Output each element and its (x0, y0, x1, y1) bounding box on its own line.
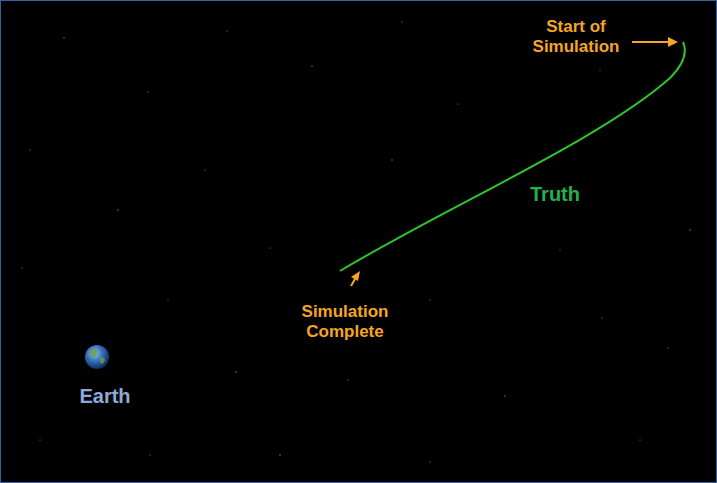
earth-globe (85, 345, 109, 369)
earth-land (90, 349, 105, 365)
pointer-arrows (351, 37, 678, 286)
end-label: Simulation Complete (275, 302, 415, 343)
start-label: Start of Simulation (520, 17, 632, 58)
truth-trajectory (340, 42, 685, 271)
earth-label: Earth (60, 384, 150, 408)
trajectory-label: Truth (530, 182, 610, 206)
stars (21, 21, 690, 462)
